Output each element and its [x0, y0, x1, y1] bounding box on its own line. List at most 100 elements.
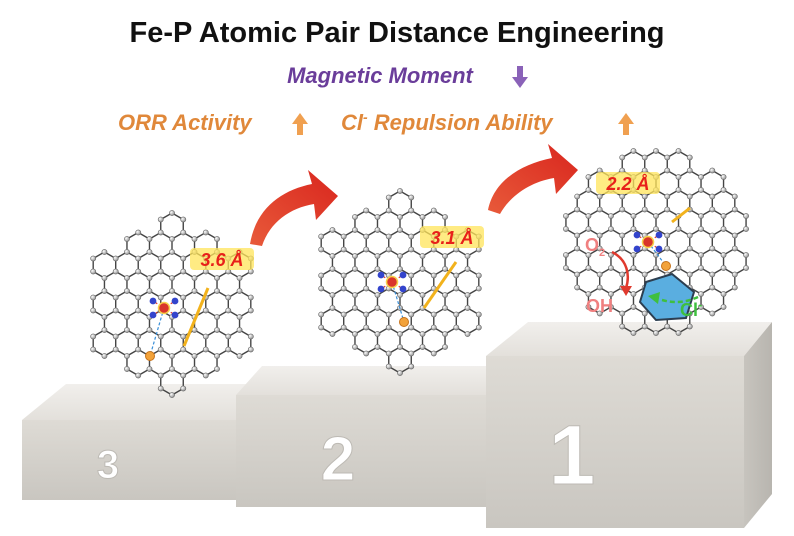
carbon-atom — [430, 350, 437, 357]
carbon-atom — [191, 288, 198, 294]
o2-main: O — [585, 235, 599, 255]
carbon-atom — [214, 236, 220, 242]
podium-second-front — [236, 395, 486, 507]
carbon-atom — [653, 252, 659, 258]
distance-arrow — [182, 287, 210, 347]
carbon-atom — [352, 292, 358, 298]
distance-second: 3.1 Å — [430, 228, 473, 248]
carbon-atom — [374, 227, 381, 233]
carbon-atom — [475, 324, 482, 331]
carbon-atom — [698, 174, 704, 180]
carbon-atom — [90, 268, 97, 275]
carbon-atom — [664, 154, 671, 161]
carbon-atom — [90, 307, 97, 314]
carbon-atom — [385, 207, 392, 214]
repulsion-arrow-head — [648, 292, 660, 304]
carbon-atom — [363, 272, 370, 279]
shield-shape — [638, 272, 696, 322]
carbon-atom — [385, 363, 392, 370]
progress-arrow-2-to-1 — [488, 144, 578, 214]
carbon-atom — [180, 385, 187, 392]
carbon-atom — [442, 253, 448, 259]
carbon-atom — [442, 344, 448, 350]
carbon-atom — [329, 227, 336, 233]
carbon-atom — [124, 275, 130, 281]
carbon-atom — [385, 350, 392, 357]
carbon-atom — [453, 272, 460, 279]
carbon-atom — [563, 213, 569, 219]
nitrogen-atom — [171, 311, 179, 319]
graphene-sheet-second — [318, 188, 482, 376]
podium-third-top — [22, 384, 250, 420]
carbon-atom — [90, 346, 97, 353]
rank-2: 2 — [321, 425, 355, 494]
distance-label-third: 3.6 Å — [190, 248, 254, 270]
nitrogen-atom — [633, 245, 641, 253]
carbon-atom — [329, 305, 336, 311]
carbon-atom — [374, 305, 381, 311]
carbon-atom — [352, 227, 358, 233]
carbon-atom — [101, 314, 108, 320]
iron-atom — [385, 275, 399, 289]
carbon-atom — [408, 246, 415, 253]
carbon-atom — [585, 252, 592, 258]
carbon-atom — [596, 310, 603, 317]
nitrogen-atom — [171, 297, 179, 305]
carbon-atom — [363, 324, 370, 331]
carbon-atom — [180, 229, 187, 236]
carbon-atom — [101, 249, 108, 255]
carbon-atom — [180, 307, 187, 314]
phosphorus-atom — [399, 317, 409, 327]
carbon-atom — [574, 245, 581, 252]
graphene-sheet-third — [90, 210, 254, 398]
carbon-atom — [385, 194, 392, 201]
carbon-atom — [675, 148, 682, 154]
carbon-atom — [157, 385, 164, 392]
cl-ion-main: Cl — [680, 300, 698, 320]
carbon-atom — [374, 331, 381, 337]
carbon-atom — [608, 226, 614, 232]
carbon-atom — [247, 294, 254, 301]
carbon-atom — [397, 344, 403, 350]
carbon-atom — [352, 305, 358, 311]
carbon-atom — [225, 346, 232, 353]
phosphorus-atom — [661, 261, 671, 271]
carbon-atom — [352, 214, 358, 220]
carbon-atom — [475, 285, 482, 292]
carbon-atom — [743, 226, 749, 232]
carbon-atom — [340, 285, 347, 292]
carbon-atom — [146, 249, 153, 255]
carbon-atom — [619, 323, 626, 330]
carbon-atom — [101, 275, 108, 281]
carbon-atom — [596, 245, 603, 252]
magnetic-moment-label: Magnetic Moment — [287, 63, 474, 88]
carbon-atom — [709, 193, 716, 200]
nitrogen-atom — [399, 271, 407, 279]
carbon-atom — [214, 275, 220, 281]
carbon-atom — [146, 288, 153, 294]
cl-repulsion-sup: - — [363, 109, 368, 125]
carbon-atom — [408, 324, 415, 331]
carbon-atom — [475, 272, 482, 279]
o2-sub: 2 — [599, 247, 605, 259]
carbon-atom — [318, 285, 325, 292]
carbon-atom — [135, 346, 142, 353]
carbon-atom — [664, 323, 671, 330]
carbon-atom — [214, 327, 220, 333]
carbon-atom — [630, 291, 637, 297]
nitrogen-atom — [655, 231, 663, 239]
carbon-atom — [374, 266, 381, 272]
carbon-atom — [363, 207, 370, 214]
nitrogen-atom — [633, 231, 641, 239]
carbon-atom — [453, 285, 460, 292]
carbon-atom — [397, 253, 403, 259]
carbon-atom — [585, 213, 592, 219]
carbon-atom — [352, 344, 358, 350]
carbon-atom — [720, 291, 727, 297]
carbon-atom — [464, 331, 471, 337]
carbon-atom — [90, 255, 97, 262]
carbon-atom — [214, 314, 220, 320]
carbon-atom — [352, 331, 358, 337]
carbon-atom — [442, 266, 448, 272]
carbon-atom — [664, 245, 671, 252]
